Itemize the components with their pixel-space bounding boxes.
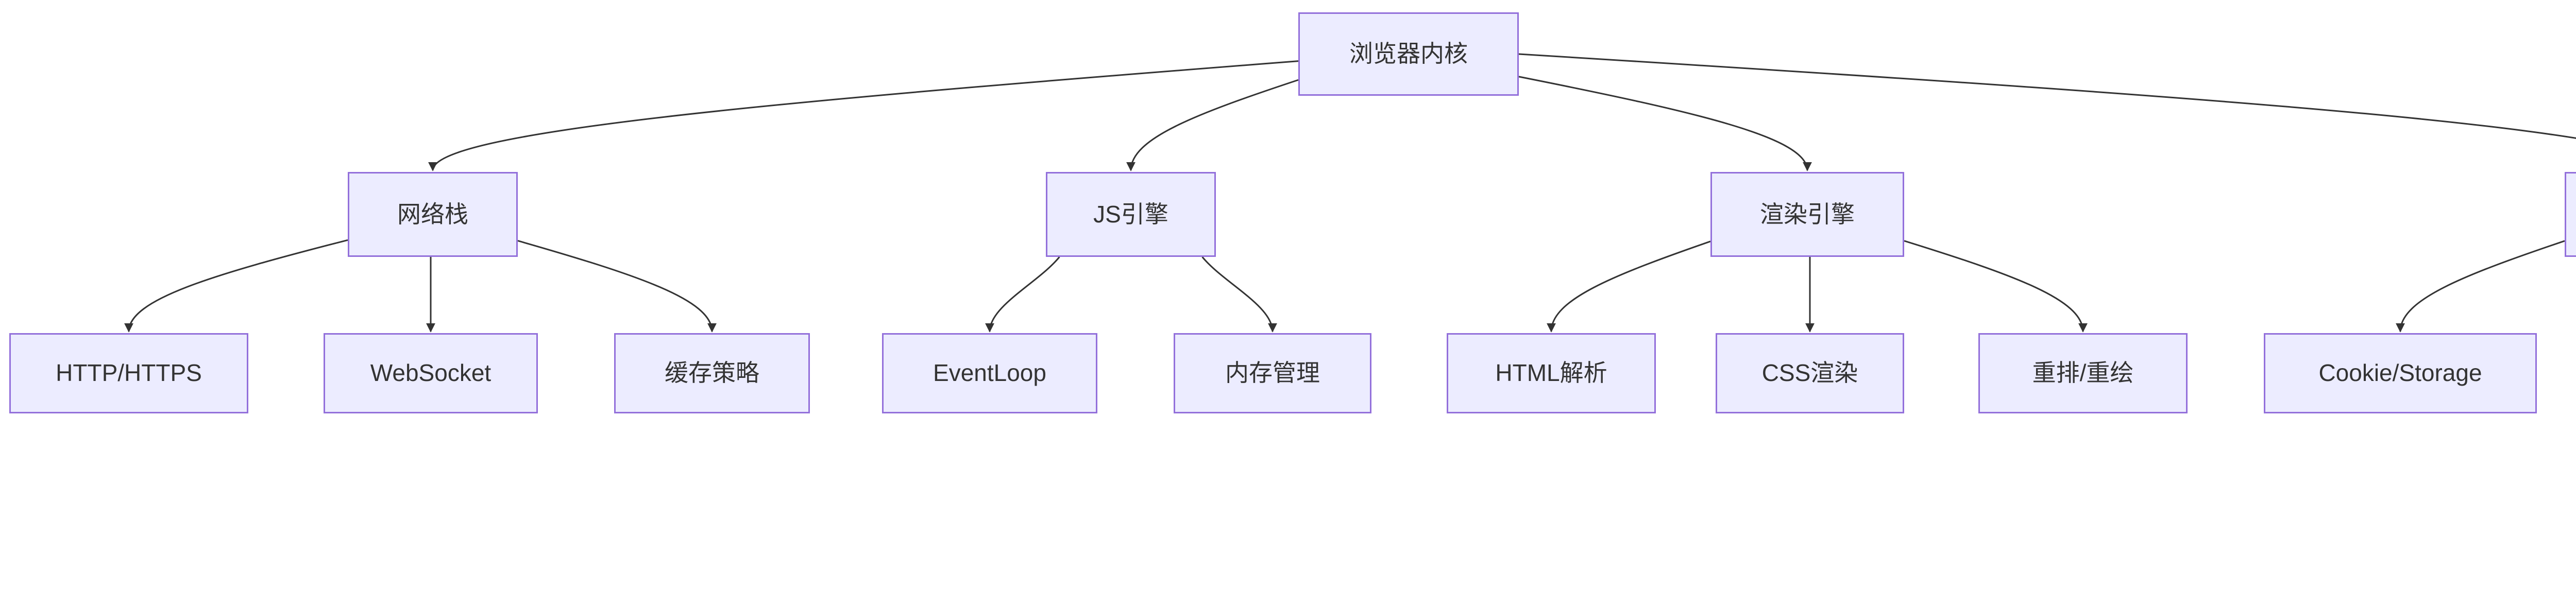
node-label-htmlparse: HTML解析 [1495,359,1607,387]
edge-root-to-js [1126,79,1299,171]
edge-root-to-render [1518,76,1812,171]
edge-root-to-storage [1518,53,2576,139]
node-label-cssrender: CSS渲染 [1761,359,1858,387]
edge-js-to-eventloop [985,256,1060,333]
diagram-node-http: HTTP/HTTPS [9,333,248,413]
edge-network-to-http [124,239,348,333]
node-label-network: 网络栈 [397,200,468,228]
edge-render-to-htmlparse [1547,240,1711,333]
edge-root-to-network [428,60,1299,171]
edge-render-to-reflow [1904,240,2088,333]
diagram-node-cssrender: CSS渲染 [1716,333,1904,413]
node-label-eventloop: EventLoop [933,359,1046,387]
diagram-node-websocket: WebSocket [324,333,538,413]
diagram-node-cache: 缓存策略 [614,333,810,413]
node-label-memory: 内存管理 [1225,359,1320,387]
diagram-node-eventloop: EventLoop [882,333,1097,413]
node-label-cache: 缓存策略 [665,359,759,387]
edge-network-to-cache [517,240,717,333]
node-label-js: JS引擎 [1093,200,1168,228]
node-label-root: 浏览器内核 [1349,40,1468,67]
edge-storage-to-cookie [2396,240,2565,333]
diagram-node-network: 网络栈 [348,172,518,257]
node-label-http: HTTP/HTTPS [56,359,202,387]
node-label-render: 渲染引擎 [1760,200,1855,228]
edge-js-to-memory [1201,256,1277,333]
diagram-node-js: JS引擎 [1046,172,1216,257]
diagram-node-htmlparse: HTML解析 [1447,333,1656,413]
diagram-node-reflow: 重排/重绘 [1978,333,2188,413]
diagram-node-render: 渲染引擎 [1710,172,1904,257]
node-label-reflow: 重排/重绘 [2032,359,2134,387]
diagram-node-storage: 存储与安全 [2565,172,2576,257]
diagram-node-memory: 内存管理 [1174,333,1371,413]
diagram-node-cookie: Cookie/Storage [2264,333,2537,413]
node-label-websocket: WebSocket [370,359,492,387]
node-label-cookie: Cookie/Storage [2318,359,2482,387]
diagram-node-root: 浏览器内核 [1298,12,1519,96]
